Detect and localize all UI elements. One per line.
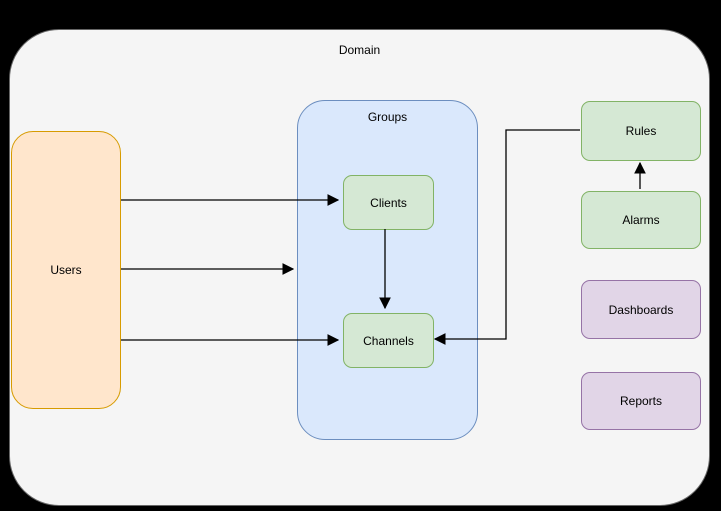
domain-container: Domain Users Groups Clients Channels Rul… [9,29,710,506]
domain-label: Domain [338,43,381,57]
node-dashboards: Dashboards [581,280,701,339]
node-alarms: Alarms [581,191,701,249]
node-channels: Channels [343,313,434,368]
node-dashboards-label: Dashboards [608,302,674,317]
groups-container: Groups Clients Channels [297,100,478,440]
node-rules-label: Rules [625,124,657,138]
node-clients-label: Clients [370,195,407,210]
node-alarms-label: Alarms [622,213,660,227]
node-users: Users [11,131,121,409]
node-users-label: Users [50,263,82,277]
node-reports: Reports [581,372,701,430]
node-rules: Rules [581,101,701,161]
groups-label: Groups [367,110,408,124]
node-reports-label: Reports [619,394,663,408]
node-channels-label: Channels [363,333,414,348]
node-clients: Clients [343,175,434,230]
